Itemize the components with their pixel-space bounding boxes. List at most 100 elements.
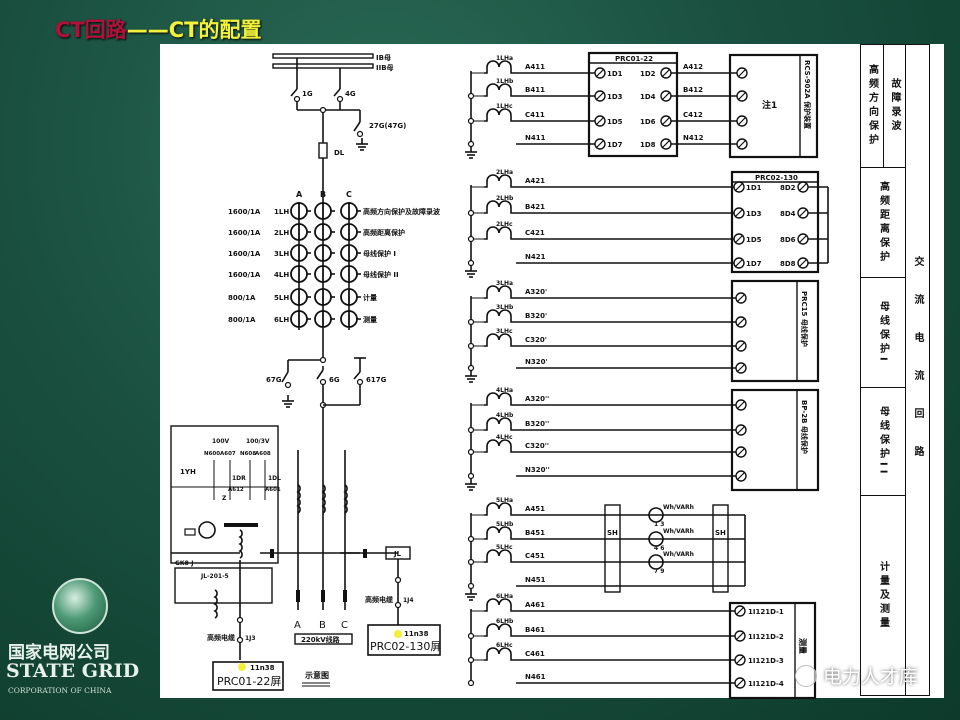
globe-icon (52, 578, 108, 634)
node-dot (319, 356, 327, 364)
terminal-slash (595, 139, 605, 149)
terminal-slash (735, 606, 745, 616)
terminal-label: 1D7 (607, 141, 623, 149)
node-dot (467, 318, 475, 326)
jl201-label: JL-201-5 (200, 573, 229, 580)
logo-en: STATE GRID (6, 660, 140, 682)
ct-name: 4LHc (496, 434, 513, 441)
phase-label: B (320, 190, 326, 199)
meter-label: Wh/VARh (663, 528, 694, 535)
pt-relay-icon (198, 521, 216, 539)
node-dot (467, 426, 475, 434)
panel2-code: 11n38 (404, 630, 429, 638)
cable-label-1: 高频电缆 (207, 633, 235, 642)
side-label: 母线保护II (877, 405, 889, 478)
side-cell-bus-2: 母线保护II (860, 387, 906, 496)
ct-ratio: 1600/1A (228, 229, 261, 237)
terminal-slash (734, 208, 744, 218)
ct-use: 测量 (363, 315, 377, 324)
switch-4g (333, 88, 341, 97)
breaker-icon (318, 142, 328, 159)
pt-fuse-1: 1DR (232, 475, 246, 482)
wire-label: C421 (525, 229, 545, 237)
ct-coil-icon (484, 417, 516, 431)
jl201-box (174, 567, 273, 604)
switch-label-67g: 67G (266, 376, 282, 384)
highlight-dot (238, 663, 246, 671)
terminal-slash (736, 363, 746, 373)
ct-name: 3LH (274, 250, 289, 258)
terminal-slash (734, 234, 744, 244)
switch-label-ground: 27G(47G) (369, 122, 406, 130)
pt-voltage-2: 100/3V (246, 438, 270, 445)
device-label: BP-2B 母线保护 (800, 400, 809, 454)
terminal-label: 1D3 (607, 93, 623, 101)
node-dot (319, 106, 327, 114)
device-label: RCS-902A 保护装置 (803, 60, 812, 129)
device-note: 注1 (762, 99, 777, 111)
terminal-label: 1D5 (607, 118, 623, 126)
ct-name: 2LHc (496, 221, 513, 228)
j3-label: 1J3 (245, 635, 256, 642)
terminal-label: 1D1 (607, 70, 623, 78)
ct-name: 6LHa (496, 593, 513, 600)
side-cell-hf-distance: 高频距离保护 (860, 167, 906, 278)
pt-terminal: A608 (255, 451, 271, 457)
node-dot (467, 209, 475, 217)
line-ct-coil-icon (321, 484, 326, 514)
ct-coil-icon (484, 60, 516, 74)
title-part2: ——CT的配置 (126, 18, 262, 42)
cable-label-2: 高频电缆 (365, 595, 393, 604)
breaker-label: DL (334, 149, 345, 157)
panel1-code: 11n38 (250, 664, 275, 672)
ct-name: 6LH (274, 316, 289, 324)
terminal-box-title: PRC02-130 (755, 174, 798, 182)
ct-use: 母线保护 II (363, 270, 399, 279)
ct-name: 5LHb (496, 521, 514, 528)
ct-name: 5LHa (496, 497, 513, 504)
trap-icon (270, 549, 274, 558)
watermark: 电力人才库 (795, 662, 918, 689)
logo-cn: 国家电网公司 (8, 643, 110, 663)
terminal-slash (798, 258, 808, 268)
wire-label: B411 (525, 86, 545, 94)
line-trap-icon (343, 590, 347, 602)
device-box (730, 279, 820, 383)
wire-label: A461 (525, 601, 545, 609)
sh-box-2 (712, 504, 729, 593)
terminal-box-prc02 (730, 170, 820, 274)
side-table: 高频方向保护 故障录波 高频距离保护 母线保护I 母线保护II 计量及测量 交流… (860, 44, 930, 696)
terminal-label: 1D7 (746, 260, 762, 268)
ct-use: 母线保护 I (363, 249, 396, 258)
terminal-slash (735, 655, 745, 665)
bus-label-2: IIB母 (376, 63, 394, 72)
pt-voltage-1: 100V (212, 438, 230, 445)
ct-coil-icon (484, 598, 516, 612)
wire-label: B320' (525, 312, 547, 320)
panel2-name: PRC02-130屏 (370, 640, 441, 653)
terminal-label: 1I121D-1 (748, 608, 784, 616)
switch-4g-contact (336, 95, 344, 103)
device-box (730, 388, 820, 492)
pt-term-2: A601 (265, 487, 281, 493)
phase-label: C (346, 190, 352, 199)
terminal-slash (734, 258, 744, 268)
side-label: 高频方向保护 (866, 64, 878, 148)
panel1-box (212, 661, 284, 691)
state-grid-logo: 国家电网公司 STATE GRID CORPORATION OF CHINA (4, 578, 158, 708)
switch-67g (281, 371, 289, 383)
terminal-label: 8D8 (780, 260, 796, 268)
side-label: 高频距离保护 (877, 180, 889, 265)
terminal-slash (736, 447, 746, 457)
node-dot (467, 679, 475, 687)
title-part1: CT回路 (55, 18, 127, 42)
watermark-text: 电力人才库 (823, 666, 919, 688)
node-dot (467, 535, 475, 543)
ct-name: 4LH (274, 271, 289, 279)
ct-name: 3LHc (496, 328, 513, 335)
panel1-name: PRC01-22屏 (217, 675, 281, 688)
ct-coil-icon (484, 526, 516, 540)
ct-name: 5LH (274, 294, 289, 302)
side-cell-ac-current: 交流电流回路 (905, 44, 930, 696)
